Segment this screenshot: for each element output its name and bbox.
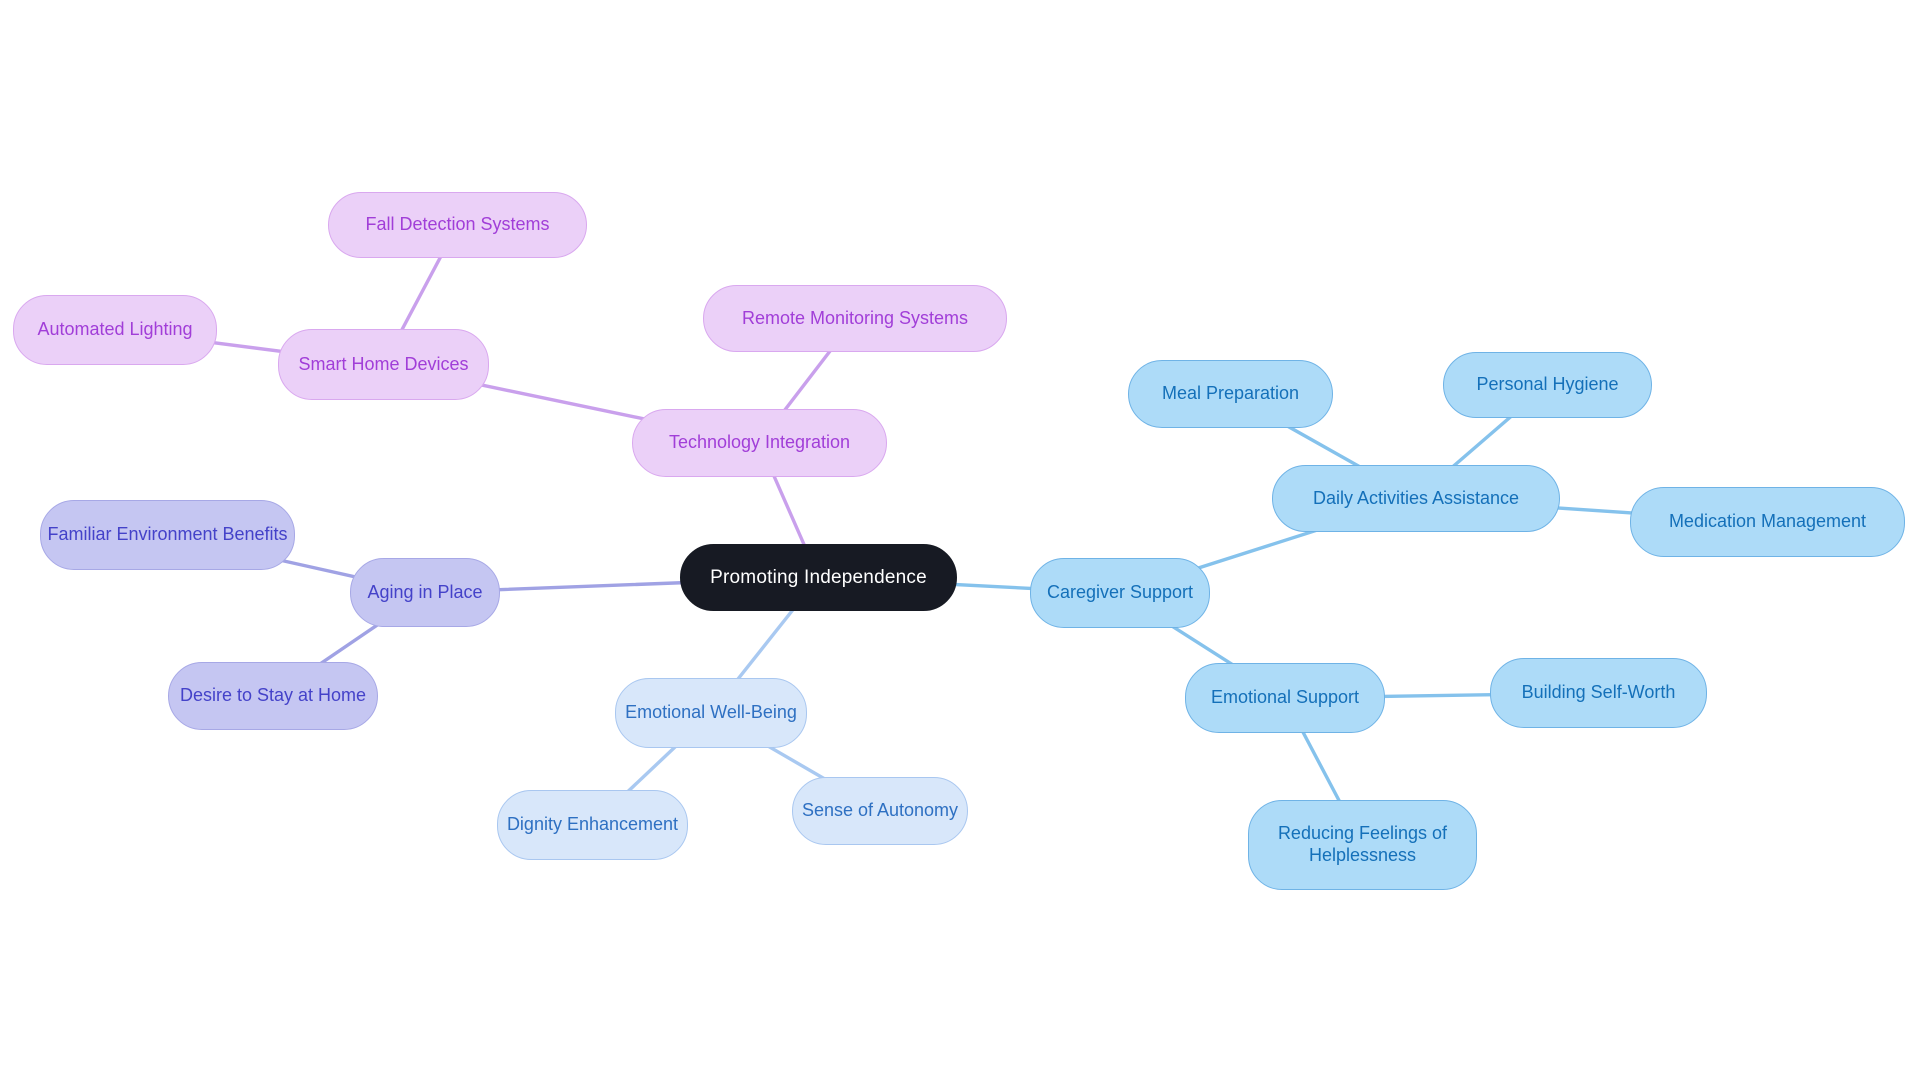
node-label: Automated Lighting: [37, 319, 193, 340]
mindmap-node-promoting-independence[interactable]: Promoting Independence: [680, 544, 957, 611]
mindmap-node-technology-integration[interactable]: Technology Integration: [632, 409, 887, 477]
node-label: Fall Detection Systems: [365, 214, 550, 235]
mindmap-node-automated-lighting[interactable]: Automated Lighting: [13, 295, 217, 365]
mindmap-node-sense-of-autonomy[interactable]: Sense of Autonomy: [792, 777, 968, 845]
node-label: Remote Monitoring Systems: [741, 307, 969, 328]
mindmap-node-emotional-well-being[interactable]: Emotional Well-Being: [615, 678, 807, 748]
mindmap-node-meal-preparation[interactable]: Meal Preparation: [1128, 360, 1333, 428]
node-label: Sense of Autonomy: [801, 800, 959, 821]
node-label: Caregiver Support: [1046, 582, 1194, 603]
mindmap-node-desire-to-stay-at-home[interactable]: Desire to Stay at Home: [168, 662, 378, 730]
node-label: Building Self-Worth: [1521, 682, 1676, 703]
mindmap-node-aging-in-place[interactable]: Aging in Place: [350, 558, 500, 627]
mindmap-node-daily-activities-assistance[interactable]: Daily Activities Assistance: [1272, 465, 1560, 532]
node-label: Emotional Well-Being: [625, 702, 797, 723]
mindmap-node-remote-monitoring-systems[interactable]: Remote Monitoring Systems: [703, 285, 1007, 352]
node-label: Technology Integration: [668, 432, 851, 453]
mindmap-node-personal-hygiene[interactable]: Personal Hygiene: [1443, 352, 1652, 418]
mindmap-node-building-self-worth[interactable]: Building Self-Worth: [1490, 658, 1707, 728]
node-label: Desire to Stay at Home: [179, 685, 367, 706]
mindmap-node-fall-detection-systems[interactable]: Fall Detection Systems: [328, 192, 587, 258]
node-label: Reducing Feelings of Helplessness: [1277, 823, 1448, 865]
mindmap-node-caregiver-support[interactable]: Caregiver Support: [1030, 558, 1210, 628]
node-label: Familiar Environment Benefits: [47, 524, 288, 545]
mindmap-node-smart-home-devices[interactable]: Smart Home Devices: [278, 329, 489, 400]
node-label: Meal Preparation: [1161, 383, 1300, 404]
node-label: Medication Management: [1668, 511, 1867, 532]
mindmap-node-familiar-environment-benefits[interactable]: Familiar Environment Benefits: [40, 500, 295, 570]
mindmap-node-emotional-support[interactable]: Emotional Support: [1185, 663, 1385, 733]
node-label: Emotional Support: [1210, 687, 1360, 708]
node-label: Aging in Place: [367, 581, 483, 602]
node-label: Dignity Enhancement: [506, 814, 679, 835]
node-label: Promoting Independence: [710, 566, 927, 588]
mindmap-node-reducing-feelings-of-helplessness[interactable]: Reducing Feelings of Helplessness: [1248, 800, 1477, 890]
node-label: Smart Home Devices: [298, 353, 469, 374]
node-label: Personal Hygiene: [1476, 374, 1619, 395]
mindmap-node-dignity-enhancement[interactable]: Dignity Enhancement: [497, 790, 688, 860]
mindmap-node-medication-management[interactable]: Medication Management: [1630, 487, 1905, 557]
node-label: Daily Activities Assistance: [1312, 487, 1520, 508]
